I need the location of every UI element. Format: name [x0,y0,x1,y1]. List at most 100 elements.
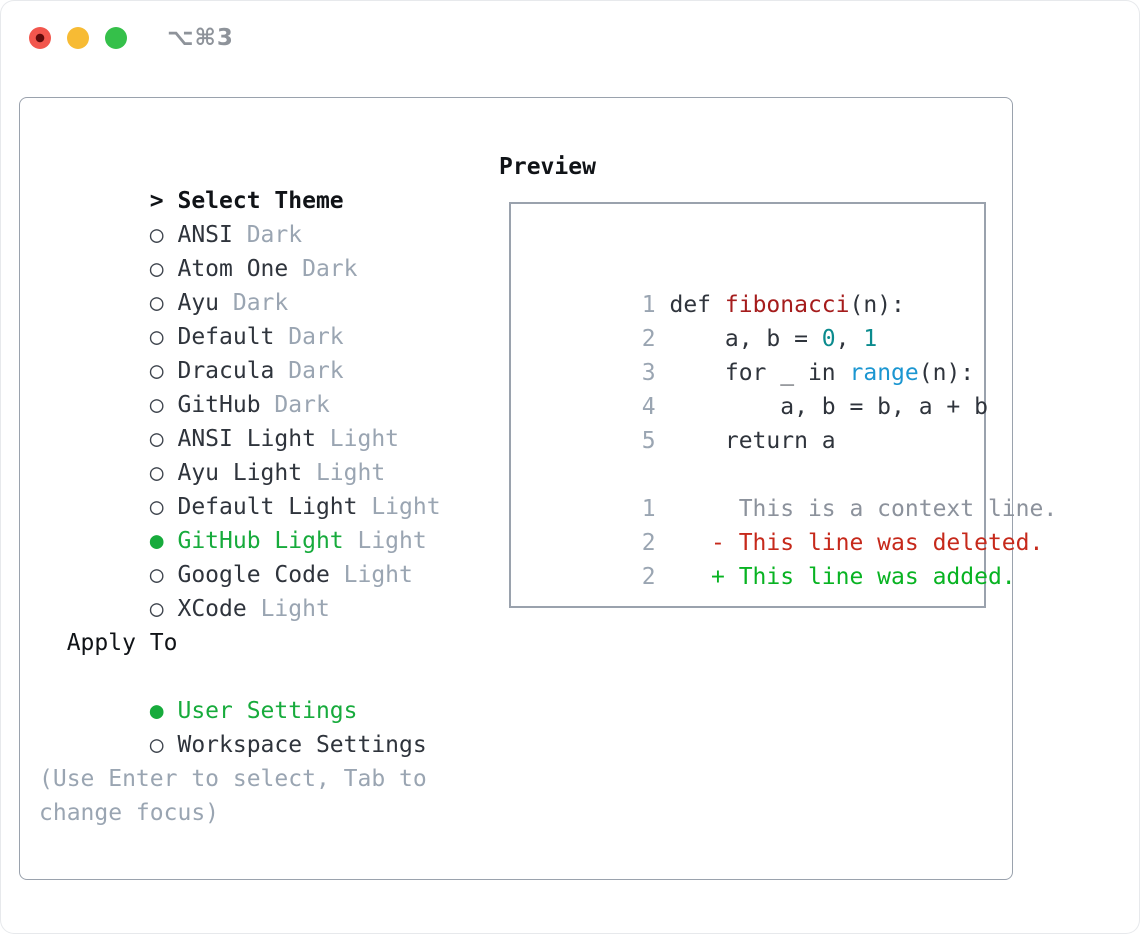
theme-name: Google Code [177,562,330,588]
radio-icon: ○ [149,222,164,248]
theme-option-xcode[interactable]: ○ XCode Light [39,558,441,622]
theme-option-github-light-selected[interactable]: ● GitHub Light Light [39,490,441,554]
function-name-token: fibonacci [724,292,850,318]
radio-icon: ○ [149,460,164,486]
preview-pane: 1 def fibonacci(n): 2 a, b = 0, 1 3 for … [509,202,1057,608]
code-line-3: 3 for _ in range(n): [531,322,984,386]
code-text: (n): [918,360,975,386]
code-text: (n): [849,292,905,318]
radio-icon: ○ [149,256,164,282]
theme-variant: Dark [288,358,344,384]
code-text: a, b = b, a + b [655,394,988,420]
radio-icon: ○ [149,324,164,350]
theme-name: Default Light [177,494,358,520]
code-text: , [835,326,864,352]
theme-name: Atom One [177,256,289,282]
theme-option-ayu-light[interactable]: ○ Ayu Light Light [39,422,441,486]
code-line-2: 2 a, b = 0, 1 [531,288,984,352]
code-line-1: 1 def fibonacci(n): [531,254,984,318]
theme-variant: Dark [232,290,289,316]
radio-icon: ○ [149,358,164,384]
code-line-5: 5 return a [531,390,984,454]
apply-option-workspace-settings[interactable]: ○ Workspace Settings [39,694,441,758]
window-title: ⌥⌘3 [167,24,234,51]
code-text: for _ in [655,360,850,386]
theme-name: ANSI [177,222,233,248]
radio-icon: ○ [149,290,164,316]
builtin-token: range [849,360,919,386]
line-number: 3 [641,360,656,386]
theme-variant: Light [329,426,400,452]
select-theme-label: Select Theme [177,188,344,214]
theme-name: Default [177,324,275,350]
close-button[interactable] [29,26,51,49]
line-number: 5 [641,428,656,454]
select-theme-header: > Select Theme [39,150,441,214]
theme-name: Ayu [177,290,220,316]
line-number: 2 [641,530,656,556]
theme-option-default-dark[interactable]: ○ Default Dark [39,286,441,350]
radio-icon: ○ [149,494,164,520]
theme-option-default-light[interactable]: ○ Default Light Light [39,456,441,520]
theme-name: ANSI Light [177,426,316,452]
theme-name: Dracula [177,358,275,384]
theme-name: Ayu Light [177,460,303,486]
titlebar: ⌥⌘3 [0,0,1140,75]
theme-variant: Light [260,596,330,622]
theme-variant: Light [357,528,427,554]
theme-variant: Dark [274,392,330,418]
line-number: 4 [641,394,656,420]
line-number: 2 [641,326,656,352]
help-text-line-2: change focus) [39,800,220,826]
radio-selected-icon: ● [149,698,164,724]
code-text: a, b = [655,326,822,352]
theme-name: XCode [177,596,247,622]
code-text: return a [655,428,836,454]
diff-context-line: 1 This is a context line. [531,458,1057,522]
zoom-button[interactable] [105,26,127,49]
apply-option-label: User Settings [177,698,358,724]
diff-added-line: 2 + This line was added. [531,526,1016,590]
apply-option-user-settings[interactable]: ● User Settings [39,660,441,724]
theme-option-atom-one-dark[interactable]: ○ Atom One Dark [39,218,441,282]
apply-option-label: Workspace Settings [177,732,427,758]
theme-option-ansi-dark[interactable]: ○ ANSI Dark [39,184,441,248]
line-number: 1 [641,292,656,318]
theme-option-ayu-dark[interactable]: ○ Ayu Dark [39,252,441,316]
radio-icon: ○ [149,732,164,758]
theme-variant: Light [343,562,413,588]
radio-icon: ○ [149,562,164,588]
diff-added-text: + This line was added. [655,564,1016,590]
theme-variant: Dark [246,222,303,248]
line-number: 2 [641,564,656,590]
theme-option-dracula-dark[interactable]: ○ Dracula Dark [39,320,441,384]
theme-option-github-dark[interactable]: ○ GitHub Dark [39,354,441,418]
radio-icon: ○ [149,426,164,452]
code-text: def [655,292,725,318]
theme-option-ansi-light[interactable]: ○ ANSI Light Light [39,388,441,452]
theme-name: GitHub Light [177,528,344,554]
preview-header: Preview [499,154,596,180]
number-token: 1 [863,326,878,352]
diff-context-text: This is a context line. [655,496,1058,522]
help-text-line-1: (Use Enter to select, Tab to [39,766,427,792]
diff-deleted-line: 2 - This line was deleted. [531,492,1044,556]
theme-name: GitHub [177,392,261,418]
theme-variant: Light [315,460,386,486]
code-line-4: 4 a, b = b, a + b [531,356,988,420]
radio-icon: ○ [149,596,164,622]
line-number: 1 [641,496,656,522]
number-token: 0 [821,326,836,352]
diff-deleted-text: - This line was deleted. [655,530,1044,556]
apply-to-header: Apply To [66,630,178,656]
minimize-button[interactable] [67,26,89,49]
theme-option-google-code[interactable]: ○ Google Code Light [39,524,441,588]
radio-icon: ○ [149,392,164,418]
theme-variant: Dark [288,324,344,350]
theme-variant: Light [371,494,441,520]
radio-selected-icon: ● [149,528,164,554]
focus-caret-icon: > [149,188,164,214]
